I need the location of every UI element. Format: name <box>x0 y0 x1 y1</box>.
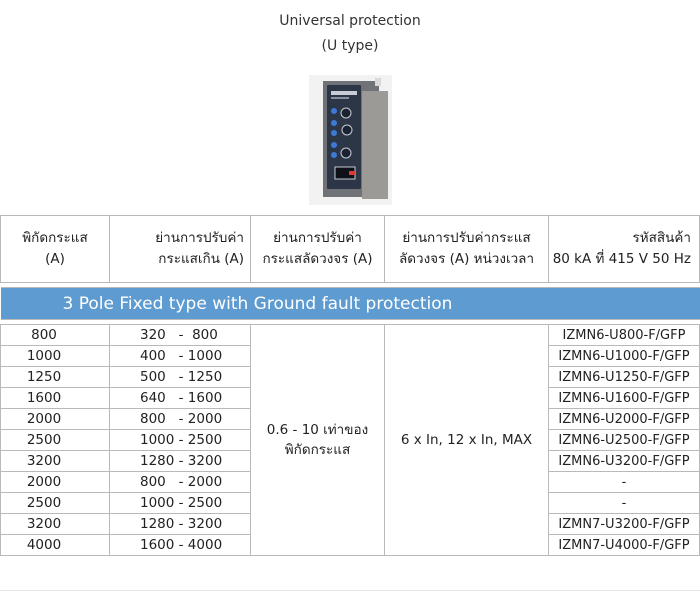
rating-cell: 2500 <box>0 492 110 514</box>
header-delay-range: ย่านการปรับค่ากระแส ลัดวงจร (A) หน่วงเวล… <box>384 215 549 283</box>
table-row: 3200 1280 - 3200 IZMN7-U3200-F/GFP <box>0 513 700 535</box>
code-cell: IZMN6-U1600-F/GFP <box>548 387 700 409</box>
table-row: 2500 1000 - 2500 IZMN6-U2500-F/GFP <box>0 429 700 451</box>
range-cell: 1600 - 4000 <box>109 534 251 556</box>
range-cell: 1000 - 2500 <box>109 492 251 514</box>
table-row: 2500 1000 - 2500 - <box>0 492 700 514</box>
page-subtitle: (U type) <box>321 38 379 54</box>
range-cell: 500 - 1250 <box>109 366 251 388</box>
product-table: พิกัดกระแส (A) ย่านการปรับค่า กระแสเกิน … <box>0 215 700 556</box>
code-cell: - <box>548 471 700 493</box>
code-cell: IZMN6-U1250-F/GFP <box>548 366 700 388</box>
range-cell: 800 - 2000 <box>109 471 251 493</box>
header-product-code: รหัสสินค้า 80 kA ที่ 415 V 50 Hz <box>548 215 700 283</box>
short-circuit-range-cell: 0.6 - 10 เท่าของ พิกัดกระแส <box>250 324 385 556</box>
range-cell: 800 - 2000 <box>109 408 251 430</box>
delay-range-cell: 6 x In, 12 x In, MAX <box>384 324 549 556</box>
code-cell: IZMN6-U1000-F/GFP <box>548 345 700 367</box>
section-title: 3 Pole Fixed type with Ground fault prot… <box>0 287 700 320</box>
table-row: 4000 1600 - 4000 IZMN7-U4000-F/GFP <box>0 534 700 556</box>
rating-cell: 1000 <box>0 345 110 367</box>
table-row: 2000 800 - 2000 IZMN6-U2000-F/GFP <box>0 408 700 430</box>
rating-cell: 2000 <box>0 471 110 493</box>
range-cell: 1000 - 2500 <box>109 429 251 451</box>
range-cell: 640 - 1600 <box>109 387 251 409</box>
rating-cell: 2000 <box>0 408 110 430</box>
range-cell: 320 - 800 <box>109 324 251 346</box>
header-short-circuit-range: ย่านการปรับค่า กระแสลัดวงจร (A) <box>250 215 385 283</box>
page-title: Universal protection <box>279 13 421 29</box>
rating-cell: 4000 <box>0 534 110 556</box>
table-row: 800 320 - 800 0.6 - 10 เท่าของ พิกัดกระแ… <box>0 324 700 556</box>
range-cell: 1280 - 3200 <box>109 450 251 472</box>
rating-cell: 800 <box>0 324 110 346</box>
range-cell: 400 - 1000 <box>109 345 251 367</box>
code-cell: IZMN7-U4000-F/GFP <box>548 534 700 556</box>
code-cell: IZMN7-U3200-F/GFP <box>548 513 700 535</box>
rating-cell: 2500 <box>0 429 110 451</box>
range-cell: 1280 - 3200 <box>109 513 251 535</box>
section-band: 3 Pole Fixed type with Ground fault prot… <box>0 287 700 320</box>
code-cell: IZMN6-U2500-F/GFP <box>548 429 700 451</box>
rating-cell: 1600 <box>0 387 110 409</box>
code-cell: IZMN6-U2000-F/GFP <box>548 408 700 430</box>
table-row: 3200 1280 - 3200 IZMN6-U3200-F/GFP <box>0 450 700 472</box>
header-overcurrent-range: ย่านการปรับค่า กระแสเกิน (A) <box>109 215 251 283</box>
rating-cell: 3200 <box>0 513 110 535</box>
code-cell: IZMN6-U800-F/GFP <box>548 324 700 346</box>
table-row: 1600 640 - 1600 IZMN6-U1600-F/GFP <box>0 387 700 409</box>
code-cell: - <box>548 492 700 514</box>
rating-cell: 1250 <box>0 366 110 388</box>
header-rated-current: พิกัดกระแส (A) <box>0 215 110 283</box>
divider <box>0 590 700 591</box>
table-header-row: พิกัดกระแส (A) ย่านการปรับค่า กระแสเกิน … <box>0 215 700 283</box>
table-row: 2000 800 - 2000 - <box>0 471 700 493</box>
rating-cell: 3200 <box>0 450 110 472</box>
code-cell: IZMN6-U3200-F/GFP <box>548 450 700 472</box>
trip-unit-device-image <box>309 75 392 205</box>
